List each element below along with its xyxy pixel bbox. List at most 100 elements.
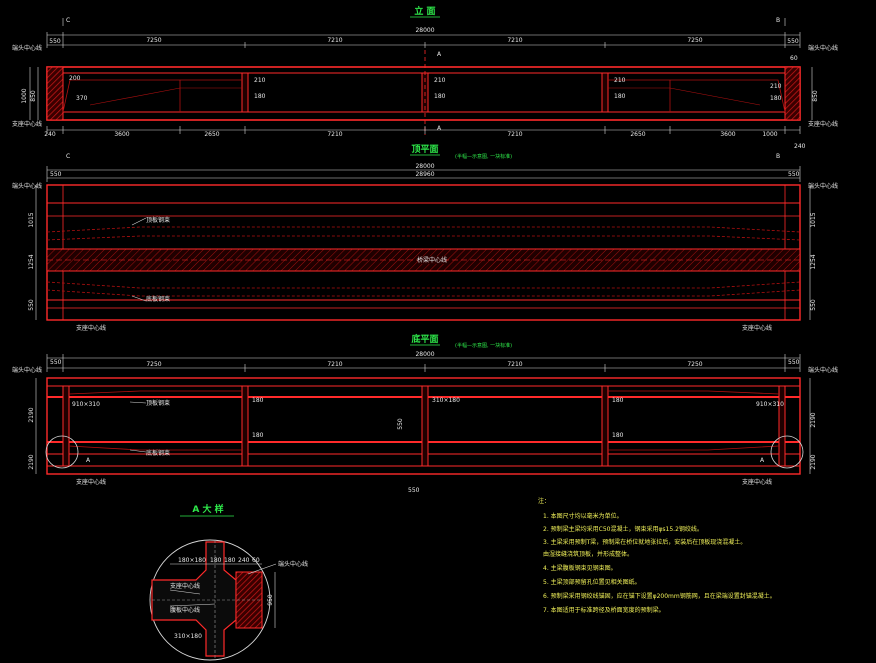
dim-bottom-2: 2650	[204, 131, 219, 138]
top-plan-view: 顶平面 (半幅—示意图, 一块标准) 28000 28960 550 550 端…	[12, 144, 838, 332]
bp-end-line-right: 端头中心线	[808, 366, 838, 374]
dim-height-right: 850	[812, 90, 819, 102]
section-label-c-bottom: C	[66, 153, 70, 160]
bp-dim-180-b: 180	[252, 432, 264, 439]
detail-dim-1: 180×180	[178, 557, 206, 564]
dim-bottom-1000: 1000	[762, 131, 777, 138]
detail-callout-1: 端头中心线	[278, 560, 308, 568]
dim-end-right: 550	[787, 38, 799, 45]
top-end-line-right: 端头中心线	[808, 182, 838, 190]
note-6: 6. 预制梁采用钢绞线锚固，应在锚下设置φ200mm钢筋网，且在梁端设置封锚混凝…	[543, 592, 776, 600]
dim-bottom-5: 2650	[630, 131, 645, 138]
label-support-left: 支座中心线	[12, 120, 42, 128]
dim-bottom-3: 7210	[327, 131, 342, 138]
section-a-bottom: A	[437, 125, 442, 132]
dim-bottom-240: 240	[44, 131, 56, 138]
dim-gap-180-b: 180	[434, 93, 446, 100]
hollow-size-left: 910×310	[72, 401, 100, 408]
label-end-line-right: 端头中心线	[808, 44, 838, 52]
bp-dim-180-d: 180	[612, 432, 624, 439]
section-label-b-bottom: B	[776, 153, 780, 160]
dim-gap-210-d: 210	[770, 83, 782, 90]
dim-gap-180-a: 180	[254, 93, 266, 100]
label-top-rebar: 顶板钢束	[146, 216, 170, 224]
top-end-line-left: 端头中心线	[12, 182, 42, 190]
dim-top-550-right: 550	[788, 171, 800, 178]
dim-bottom-1: 3600	[114, 131, 129, 138]
dim-span-1: 7250	[146, 37, 161, 44]
dim-top-right-1015: 1015	[810, 212, 817, 227]
dim-gap-180-c: 180	[614, 93, 626, 100]
dim-span-3: 7210	[507, 37, 522, 44]
dim-bp-span-1: 7250	[146, 361, 161, 368]
bp-dim-right-2: 2190	[810, 454, 817, 469]
bp-end-line-left: 端头中心线	[12, 366, 42, 374]
bp-dim-left-2: 2190	[28, 454, 35, 469]
dim-gap-210-c: 210	[614, 77, 626, 84]
note-1: 1. 本图尺寸均以毫米为单位。	[543, 512, 623, 520]
note-7: 7. 本图适用于标准跨径及桥面宽度的预制梁。	[543, 606, 665, 614]
detail-a-marker-left: A	[86, 457, 91, 464]
label-bottom-rebar: 底板钢束	[146, 295, 170, 303]
dim-gap-180-d: 180	[770, 95, 782, 102]
label-end-line-left: 端头中心线	[12, 44, 42, 52]
dim-top-total: 28000	[415, 163, 434, 170]
detail-a-view: A 大 样 180×180 180 180 240 60 310×180 950…	[149, 503, 308, 661]
note-5: 5. 主梁顶部预留孔位置见相关图纸。	[543, 578, 641, 586]
dim-240-right: 240	[794, 143, 806, 150]
bp-center-dim: 550	[408, 487, 420, 494]
section-label-c-top: C	[66, 17, 70, 24]
dim-height-inner-left: 850	[30, 90, 37, 102]
dim-bottom-4: 7210	[507, 131, 522, 138]
bp-dim-550: 550	[397, 418, 404, 430]
top-plan-note: (半幅—示意图, 一块标准)	[455, 153, 512, 160]
detail-dim-3: 180	[224, 557, 236, 564]
hollow-size-center: 310×180	[432, 397, 460, 404]
dim-top-left-1015: 1015	[28, 212, 35, 227]
dim-bottom-total: 28000	[415, 351, 434, 358]
dim-top-550-left: 550	[50, 171, 62, 178]
top-support-right: 支座中心线	[742, 324, 772, 332]
detail-dim-4: 240	[238, 557, 250, 564]
bp-dim-right-1: 2190	[810, 412, 817, 427]
dim-gap-200: 200	[69, 75, 81, 82]
bp-label-top-rebar: 顶板钢束	[146, 399, 170, 407]
detail-callout-2: 支座中心线	[170, 582, 200, 590]
dim-bp-span-4: 7250	[687, 361, 702, 368]
detail-dim-5: 60	[252, 557, 260, 564]
detail-a-title: A 大 样	[192, 503, 223, 515]
dim-gap-210-b: 210	[434, 77, 446, 84]
dim-top-left-550: 550	[28, 299, 35, 311]
bottom-plan-view: 底平面 (半幅—示意图, 一块标准) 28000 7250 7210 7210 …	[12, 333, 838, 494]
bp-dim-180-a: 180	[252, 397, 264, 404]
detail-dim-2: 180	[210, 557, 222, 564]
top-plan-title: 顶平面	[411, 144, 438, 155]
dim-height-left: 1000	[21, 88, 28, 103]
section-label-b-top: B	[776, 17, 780, 24]
dim-bp-550-left: 550	[50, 359, 62, 366]
dim-gap-210-a: 210	[254, 77, 266, 84]
label-center-line: 桥梁中心线	[417, 256, 447, 264]
dim-bottom-6: 3600	[720, 131, 735, 138]
note-4: 4. 主梁腹板钢束见钢束图。	[543, 564, 617, 572]
bp-label-bottom-rebar: 底板钢束	[146, 449, 170, 457]
bp-dim-left-1: 2190	[28, 407, 35, 422]
bottom-plan-note: (半幅—示意图, 一块标准)	[455, 342, 512, 349]
detail-callout-3: 腹板中心线	[170, 606, 200, 614]
bp-dim-180-c: 180	[612, 397, 624, 404]
label-support-right: 支座中心线	[808, 120, 838, 128]
hollow-size-right: 910×310	[756, 401, 784, 408]
dim-top-total-2: 28960	[415, 171, 434, 178]
note-3b: 由湿接缝浇筑顶板，并形成整体。	[543, 550, 633, 558]
detail-dim-lower: 310×180	[174, 633, 202, 640]
top-support-left: 支座中心线	[76, 324, 106, 332]
dim-top-right-550: 550	[810, 299, 817, 311]
dim-span-2: 7210	[327, 37, 342, 44]
dim-total-elev: 28000	[415, 27, 434, 34]
detail-a-marker-right: A	[760, 457, 765, 464]
detail-dim-950: 950	[267, 594, 274, 606]
dim-60-right: 60	[790, 55, 798, 62]
bp-support-right: 支座中心线	[742, 478, 772, 486]
dim-gap-320: 370	[76, 95, 88, 102]
